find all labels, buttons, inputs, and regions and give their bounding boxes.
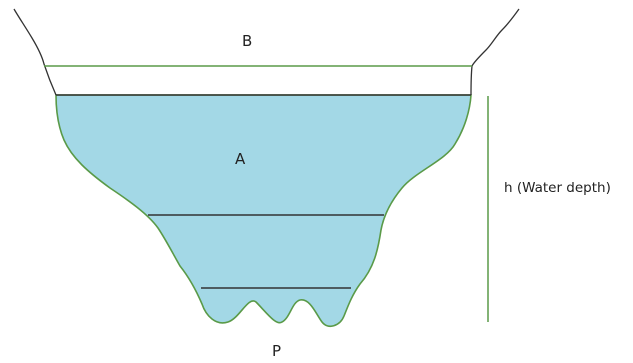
left-bank-line	[13, 8, 57, 96]
label-depth: h (Water depth)	[504, 180, 611, 196]
label-wetted-perimeter: P	[272, 342, 281, 360]
right-bank-line	[470, 8, 520, 96]
label-area: A	[235, 150, 246, 168]
water-area	[55, 94, 472, 328]
label-top-width: B	[242, 32, 252, 50]
